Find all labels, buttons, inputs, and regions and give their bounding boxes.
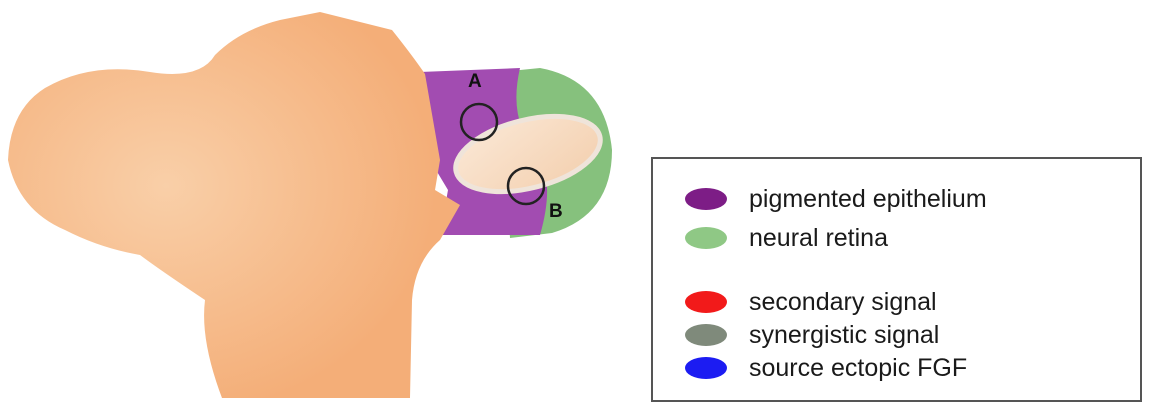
embryo-head-tissue: [8, 12, 460, 398]
synergistic-signal-swatch-icon: [685, 324, 727, 346]
source-ectopic-fgf-swatch-icon: [685, 357, 727, 379]
pigmented-epithelium-swatch-icon: [685, 188, 727, 210]
legend-item-pigmented-epithelium: pigmented epithelium: [685, 184, 987, 214]
secondary-signal-swatch-icon: [685, 291, 727, 313]
legend-label: synergistic signal: [749, 320, 939, 350]
marker-label-a: A: [468, 71, 482, 92]
legend-label: secondary signal: [749, 287, 937, 317]
legend-item-neural-retina: neural retina: [685, 223, 888, 253]
legend-box: pigmented epithelium neural retina secon…: [651, 157, 1142, 402]
legend-label: pigmented epithelium: [749, 184, 987, 214]
marker-label-b: B: [549, 201, 563, 222]
legend-item-synergistic-signal: synergistic signal: [685, 320, 939, 350]
legend-item-secondary-signal: secondary signal: [685, 287, 937, 317]
legend-label: source ectopic FGF: [749, 353, 967, 383]
legend-item-source-ectopic-fgf: source ectopic FGF: [685, 353, 967, 383]
legend-label: neural retina: [749, 223, 888, 253]
neural-retina-swatch-icon: [685, 227, 727, 249]
